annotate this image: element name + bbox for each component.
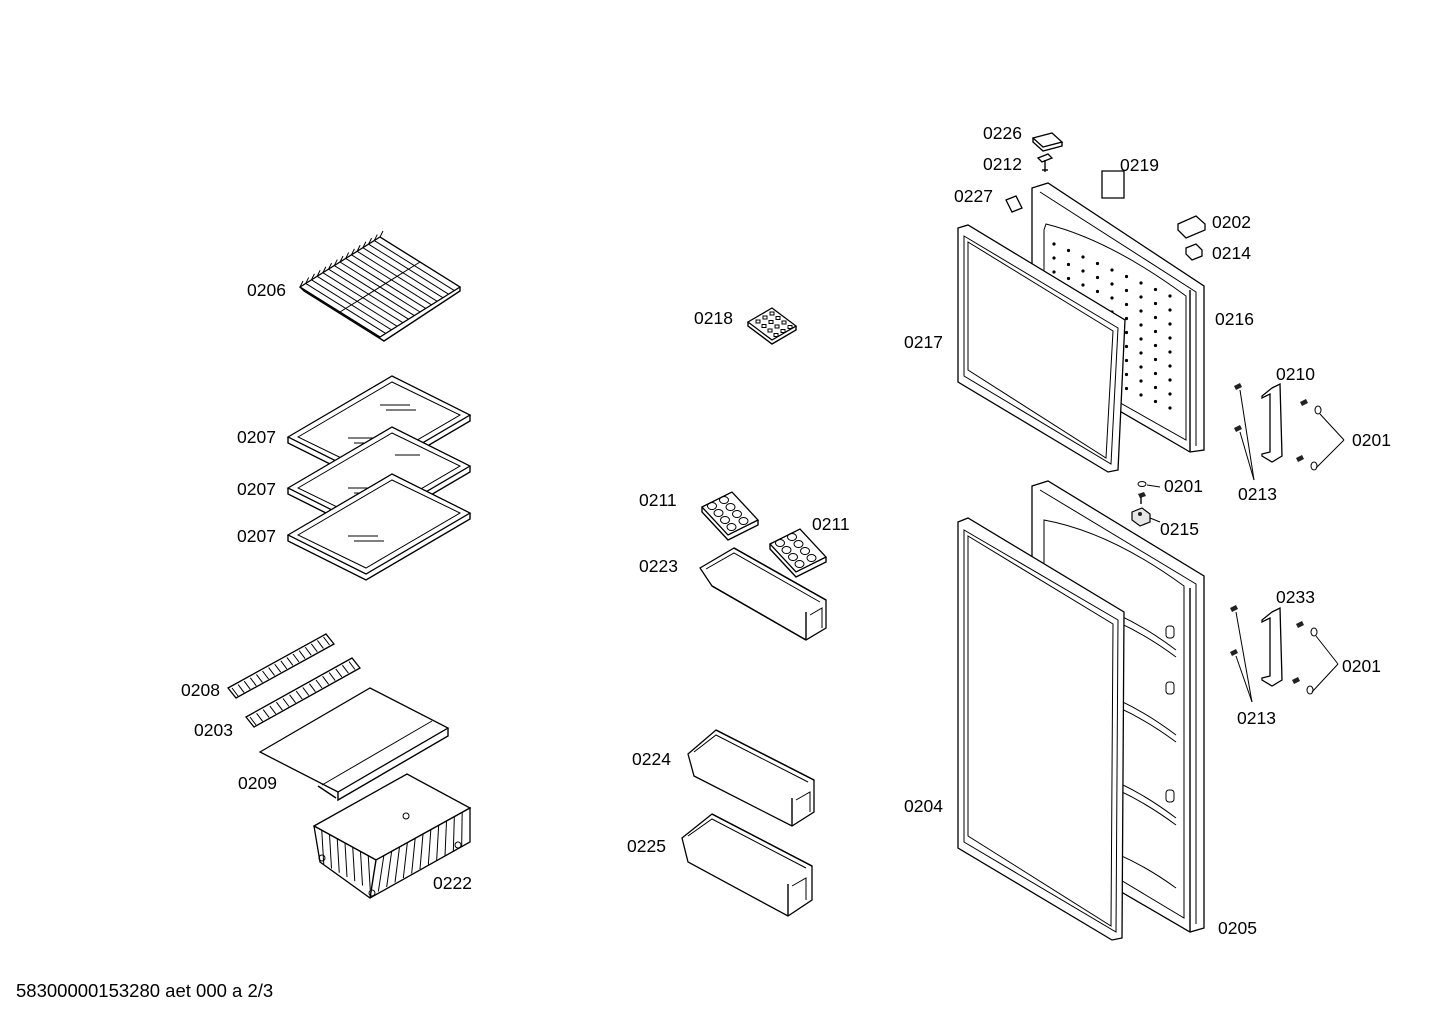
part-0201-washers-lower xyxy=(1306,627,1318,695)
part-0218-ice-tray xyxy=(746,307,798,345)
label-0233: 0233 xyxy=(1276,587,1315,607)
label-0219: 0219 xyxy=(1120,155,1159,175)
label-0218: 0218 xyxy=(694,308,733,328)
document-code: 58300000153280 aet 000 a 2/3 xyxy=(16,980,274,1001)
leader-lines-lower xyxy=(1235,611,1339,703)
part-0212-hinge-pin xyxy=(1036,153,1054,172)
label-0227: 0227 xyxy=(954,186,993,206)
part-0207-glass-shelf-3 xyxy=(286,473,472,581)
label-0206: 0206 xyxy=(247,280,286,300)
label-0205: 0205 xyxy=(1218,918,1257,938)
part-0210-handle xyxy=(1261,382,1283,463)
part-0213-screws-lower xyxy=(1230,605,1304,684)
label-0207: 0207 xyxy=(237,479,276,499)
label-0222: 0222 xyxy=(433,873,472,893)
leader-lines-upper xyxy=(1239,389,1345,481)
part-0214-hinge-bracket xyxy=(1185,243,1203,261)
part-0208-shelf-strip xyxy=(227,633,335,699)
label-0216: 0216 xyxy=(1215,309,1254,329)
part-0201-washers-upper xyxy=(1310,405,1322,471)
part-labels: 0206 0207 0207 0207 0208 0203 0209 0222 … xyxy=(181,123,1391,938)
part-0201-washer-middle xyxy=(1137,481,1161,504)
label-0204: 0204 xyxy=(904,796,943,816)
label-0211: 0211 xyxy=(812,514,850,534)
label-0201: 0201 xyxy=(1164,476,1203,496)
label-0217: 0217 xyxy=(904,332,943,352)
part-0233-handle xyxy=(1261,606,1283,687)
label-0215: 0215 xyxy=(1160,519,1199,539)
part-0227-pad xyxy=(1005,195,1023,213)
part-0222-crisper-drawer xyxy=(312,773,472,899)
label-0209: 0209 xyxy=(238,773,277,793)
label-0201: 0201 xyxy=(1342,656,1381,676)
label-0214: 0214 xyxy=(1212,243,1251,263)
label-0223: 0223 xyxy=(639,556,678,576)
part-0225-door-bin xyxy=(681,813,813,917)
part-0211-egg-tray-1 xyxy=(700,491,760,541)
label-0213: 0213 xyxy=(1237,708,1276,728)
label-0201: 0201 xyxy=(1352,430,1391,450)
label-0224: 0224 xyxy=(632,749,671,769)
label-0208: 0208 xyxy=(181,680,220,700)
part-0224-door-bin xyxy=(687,729,815,827)
label-0226: 0226 xyxy=(983,123,1022,143)
label-0225: 0225 xyxy=(627,836,666,856)
part-0213-screws-upper xyxy=(1234,383,1308,462)
part-0204-fridge-gasket xyxy=(957,517,1125,941)
part-0206-wire-shelf xyxy=(298,230,462,342)
label-0211: 0211 xyxy=(639,490,677,510)
label-0207: 0207 xyxy=(237,427,276,447)
label-0210: 0210 xyxy=(1276,364,1315,384)
part-0202-hinge-cover xyxy=(1177,215,1206,239)
part-0226-hinge-cover xyxy=(1031,132,1064,152)
label-0207: 0207 xyxy=(237,526,276,546)
part-0219-label xyxy=(1101,170,1125,199)
part-0223-door-bin xyxy=(699,547,827,641)
part-0203-shelf-strip xyxy=(245,657,361,728)
part-0217-freezer-gasket xyxy=(957,224,1126,473)
part-0215-hinge-block xyxy=(1131,507,1161,527)
part-0209-crisper-cover xyxy=(258,687,450,802)
label-0203: 0203 xyxy=(194,720,233,740)
label-0213: 0213 xyxy=(1238,484,1277,504)
label-0212: 0212 xyxy=(983,154,1022,174)
label-0202: 0202 xyxy=(1212,212,1251,232)
part-0211-egg-tray-2 xyxy=(768,528,828,578)
